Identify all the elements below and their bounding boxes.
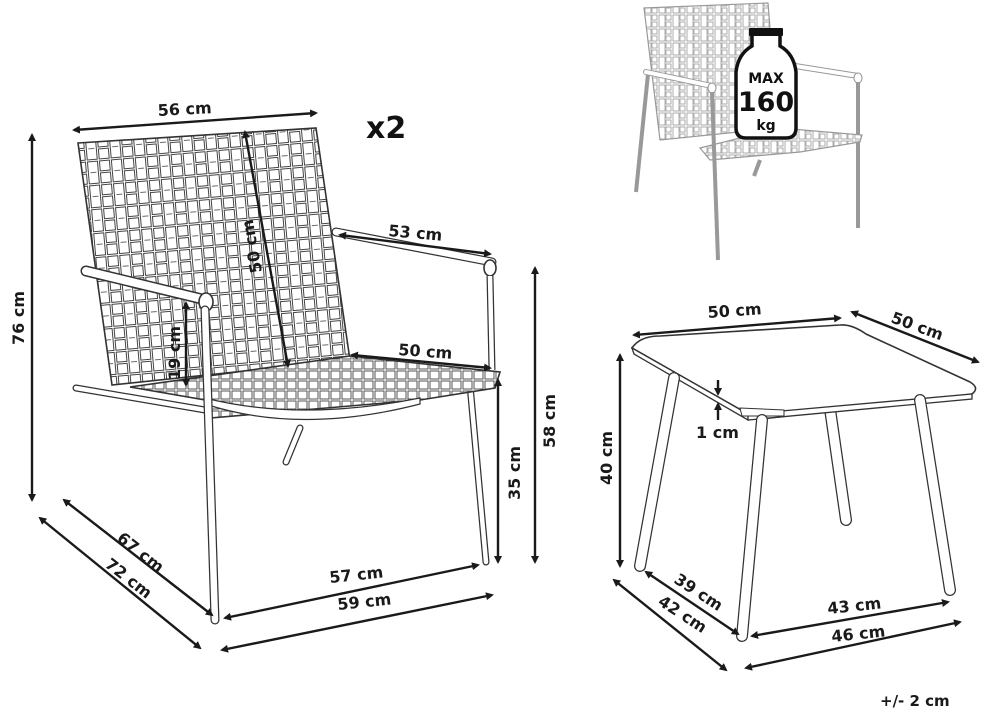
chair-armrest-label: 53 cm <box>388 221 443 245</box>
weight-value-label: 160 <box>738 87 794 118</box>
chair-width-arrow <box>72 109 318 134</box>
weight-capacity-badge: MAX 160 kg <box>734 28 798 140</box>
table-width-label: 50 cm <box>707 299 762 322</box>
chair-front-inner-label: 57 cm <box>328 562 384 587</box>
table-height-label: 40 cm <box>597 431 616 485</box>
table-front-outer-label: 46 cm <box>830 621 886 646</box>
chair-seat-height-label: 35 cm <box>505 446 524 500</box>
table-front-outer-arrow <box>744 619 962 671</box>
table-width-arrow <box>632 314 842 339</box>
table-depth-arrow <box>850 310 980 364</box>
weight-max-label: MAX <box>748 71 784 87</box>
table-dimension-lines <box>612 310 980 672</box>
chair-total-height-label: 76 cm <box>9 291 28 345</box>
tolerance-note: +/- 2 cm <box>880 692 950 710</box>
chair-dimension-lines <box>28 109 539 653</box>
chair-back-height-arrow <box>242 130 291 368</box>
chair-seat-depth-label: 50 cm <box>398 340 453 363</box>
table-thickness-label: 1 cm <box>696 423 739 442</box>
chair-front-outer-arrow <box>220 592 494 653</box>
chair-width-label: 56 cm <box>157 98 212 120</box>
chair-side-outer-arrow <box>38 516 202 650</box>
chair-arm-height-label: 58 cm <box>540 394 559 448</box>
chair-seat-depth-arrow <box>350 351 492 372</box>
chair-drawing <box>57 127 502 625</box>
chair-quantity-label: x2 <box>366 111 406 146</box>
weight-unit-label: kg <box>756 118 775 134</box>
table-side-outer-arrow <box>612 578 728 672</box>
chair-backrest <box>77 127 351 386</box>
chair-lumbar-label: 19 cm <box>165 326 184 380</box>
chair-armrest-arrow <box>338 231 492 258</box>
